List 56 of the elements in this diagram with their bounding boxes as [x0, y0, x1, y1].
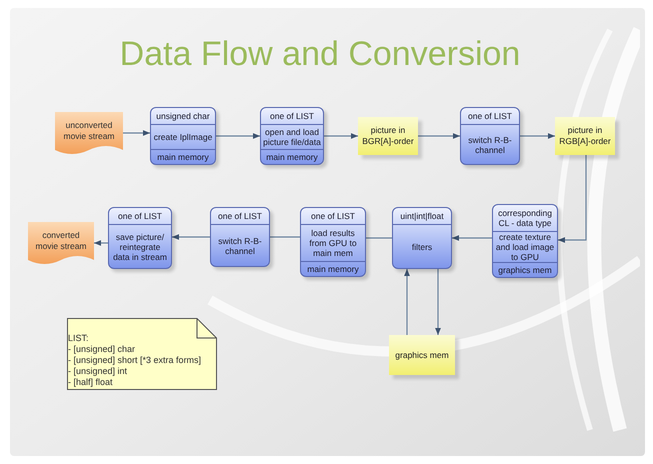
- process-box: [392, 207, 452, 269]
- data-box: [389, 335, 455, 375]
- node-text: one of LIST: [118, 211, 162, 221]
- arrow: [123, 130, 150, 136]
- title: Data Flow and Conversion: [118, 34, 522, 74]
- arrow: [435, 269, 441, 335]
- node-text: save picture/ reintegrate data in stream: [112, 232, 168, 262]
- data-box: [358, 117, 418, 155]
- node-text: unsigned char: [156, 111, 210, 121]
- node-text: unconverted movie stream: [62, 120, 116, 142]
- arrow: [558, 155, 587, 243]
- process-box: [260, 107, 324, 165]
- node-text: converted movie stream: [34, 230, 88, 252]
- document-shape: [55, 112, 123, 154]
- node-text: switch R-B-channel: [217, 236, 263, 256]
- node-text: graphics mem: [498, 265, 552, 275]
- node-text: switch R-B-channel: [467, 134, 513, 154]
- node-text: picture in BGR[A]-order: [362, 125, 414, 147]
- node-text: filters: [412, 242, 432, 252]
- node-text: corresponding CL - data type: [497, 208, 553, 228]
- node-text: create IplImage: [154, 132, 212, 142]
- arrow: [452, 235, 492, 241]
- node-text: load results from GPU to main mem: [308, 228, 358, 258]
- process-box: [108, 207, 172, 269]
- data-box: [555, 117, 615, 155]
- process-box: [492, 204, 558, 278]
- node-text: one of LIST: [311, 211, 355, 221]
- node-text: one of LIST: [218, 211, 262, 221]
- node-text: main memory: [266, 152, 318, 162]
- node-text: create texture and load image to GPU: [495, 232, 555, 262]
- node-text: main memory: [157, 152, 209, 162]
- process-box: [300, 207, 366, 277]
- node-text: - [unsigned] int: [68, 366, 128, 377]
- arrow: [418, 133, 460, 139]
- arrow: [404, 269, 410, 335]
- process-box: [460, 107, 520, 165]
- node-text: - [unsigned] char: [68, 344, 136, 355]
- node-text: uint|int|float: [400, 211, 444, 221]
- arrow: [216, 133, 260, 139]
- arrow: [172, 234, 210, 240]
- arrow: [520, 133, 555, 139]
- node-text: - [unsigned] short [*3 extra forms]: [68, 355, 202, 366]
- process-box: [210, 207, 270, 267]
- node-text: picture in RGB[A]-order: [559, 125, 611, 147]
- node-text: main memory: [307, 264, 359, 274]
- arrow: [324, 133, 358, 139]
- node-text: one of LIST: [270, 111, 314, 121]
- arrow: [94, 240, 108, 246]
- node-text: one of LIST: [468, 111, 512, 121]
- note-shape: [67, 318, 217, 390]
- node-text: open and load picture file/data: [263, 127, 321, 147]
- document-shape: [28, 222, 94, 264]
- node-text: LIST:: [68, 333, 90, 344]
- node-text: - [half] float: [68, 377, 114, 388]
- process-box: [150, 107, 216, 165]
- node-text: graphics mem: [395, 350, 449, 360]
